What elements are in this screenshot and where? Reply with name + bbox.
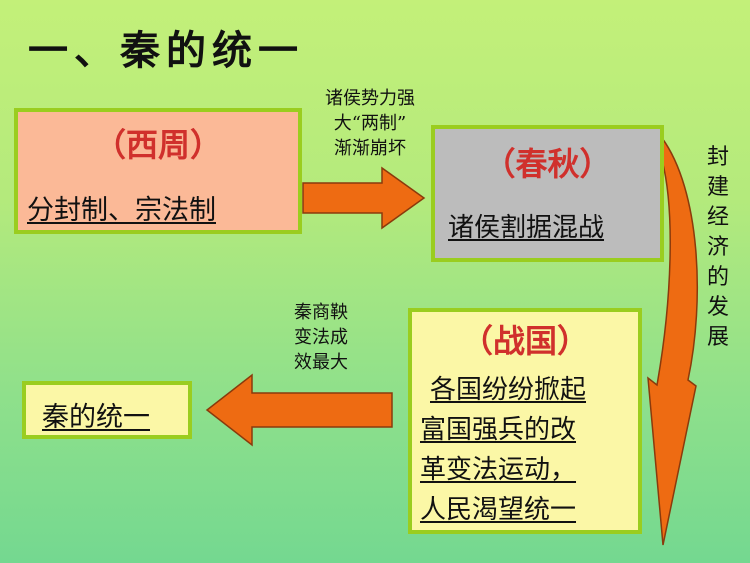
note-side-char-4: 济: [706, 235, 729, 260]
note-side-char-6: 发: [706, 295, 729, 320]
note-middle-line-1: 秦商鞅: [294, 302, 348, 323]
box-qin: 秦的统一: [22, 381, 192, 439]
box-chunqiu-text: 诸侯割据混战: [448, 213, 605, 243]
box-zhanguo: （战国） 各国纷纷掀起 富国强兵的改 革变法运动， 人民渴望统一: [408, 308, 642, 534]
note-middle-line-2: 变法成: [294, 327, 348, 348]
note-top: 诸侯势力强 大“两制” 渐渐崩坏: [304, 86, 436, 161]
note-top-line-3: 渐渐崩坏: [334, 138, 406, 159]
box-xizhou-text: 分封制、宗法制: [27, 195, 216, 226]
note-middle: 秦商鞅 变法成 效最大: [276, 300, 366, 375]
note-side-vertical: 封 建 经 济 的 发 展: [703, 143, 733, 353]
box-xizhou: （西周） 分封制、宗法制: [14, 108, 302, 234]
note-side-char-2: 建: [706, 175, 729, 200]
box-chunqiu: （春秋） 诸侯割据混战: [431, 125, 664, 262]
arrow-right-xizhou-to-chunqiu: [302, 166, 426, 230]
note-side-char-3: 经: [706, 205, 729, 230]
box-xizhou-heading: （西周）: [93, 126, 222, 164]
box-zhanguo-text: 各国纷纷掀起 富国强兵的改 革变法运动， 人民渴望统一: [420, 370, 586, 530]
note-top-line-1: 诸侯势力强: [325, 88, 415, 109]
arrow-curve-chunqiu-to-zhanguo: [647, 135, 699, 546]
note-side-char-1: 封: [706, 145, 729, 170]
box-zhanguo-heading: （战国）: [460, 322, 589, 360]
box-zhanguo-line-1: 各国纷纷掀起: [430, 375, 587, 405]
box-zhanguo-line-3: 革变法运动，: [420, 455, 577, 485]
page-title: 一、秦的统一: [28, 27, 304, 74]
box-zhanguo-line-4: 人民渴望统一: [420, 495, 577, 525]
box-chunqiu-heading: （春秋）: [483, 145, 612, 183]
note-side-char-7: 展: [706, 325, 729, 350]
arrow-left-zhanguo-to-qin: [205, 373, 393, 447]
note-top-line-2: 大“两制”: [333, 113, 407, 134]
box-zhanguo-line-2: 富国强兵的改: [420, 415, 577, 445]
note-side-char-5: 的: [706, 265, 729, 290]
note-middle-line-3: 效最大: [294, 352, 348, 373]
box-qin-text: 秦的统一: [42, 402, 150, 433]
